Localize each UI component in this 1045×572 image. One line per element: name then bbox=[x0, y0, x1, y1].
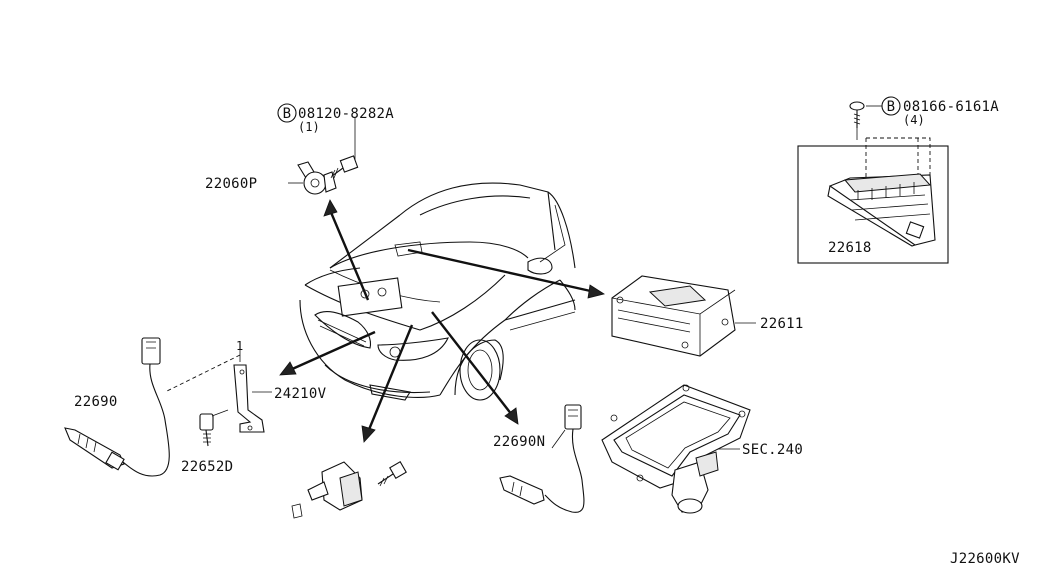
label-22618: 22618 bbox=[828, 240, 872, 256]
module-22618-box bbox=[797, 101, 949, 264]
camshaft-sensor bbox=[291, 461, 407, 519]
callout-arrows bbox=[279, 199, 605, 443]
bolt-a-part-number: 08120-8282A bbox=[298, 106, 394, 122]
bracket-24210V bbox=[233, 364, 265, 433]
bolt-a-quantity: (1) bbox=[298, 120, 320, 134]
bolt-b-quantity: (4) bbox=[903, 113, 925, 127]
o2-sensor-22690N bbox=[499, 404, 585, 513]
bolt-22652D bbox=[199, 409, 229, 447]
label-22690N: 22690N bbox=[493, 434, 545, 450]
label-22690: 22690 bbox=[74, 394, 118, 410]
knock-sensor-22060P bbox=[297, 155, 359, 195]
ecu-22611 bbox=[611, 275, 736, 357]
label-22060P: 22060P bbox=[205, 176, 257, 192]
label-22652D: 22652D bbox=[181, 459, 233, 475]
bolt-b-callout: B 08166-6161A (4) bbox=[866, 96, 999, 127]
bolt-a-prefix: B bbox=[283, 106, 292, 122]
diagram-code: J22600KV bbox=[950, 551, 1020, 567]
vehicle-illustration bbox=[299, 182, 576, 401]
bolt-b-prefix: B bbox=[887, 99, 896, 115]
bolt-a-callout: B 08120-8282A (1) bbox=[277, 103, 394, 134]
label-24210V: 24210V bbox=[274, 386, 327, 402]
callout-1: 1 bbox=[236, 339, 243, 353]
o2-sensor-22690 bbox=[64, 337, 170, 477]
label-22611: 22611 bbox=[760, 316, 804, 332]
housing-sec-240 bbox=[601, 384, 751, 514]
label-sec-240: SEC.240 bbox=[742, 442, 803, 458]
bolt-b-part-number: 08166-6161A bbox=[903, 99, 999, 115]
